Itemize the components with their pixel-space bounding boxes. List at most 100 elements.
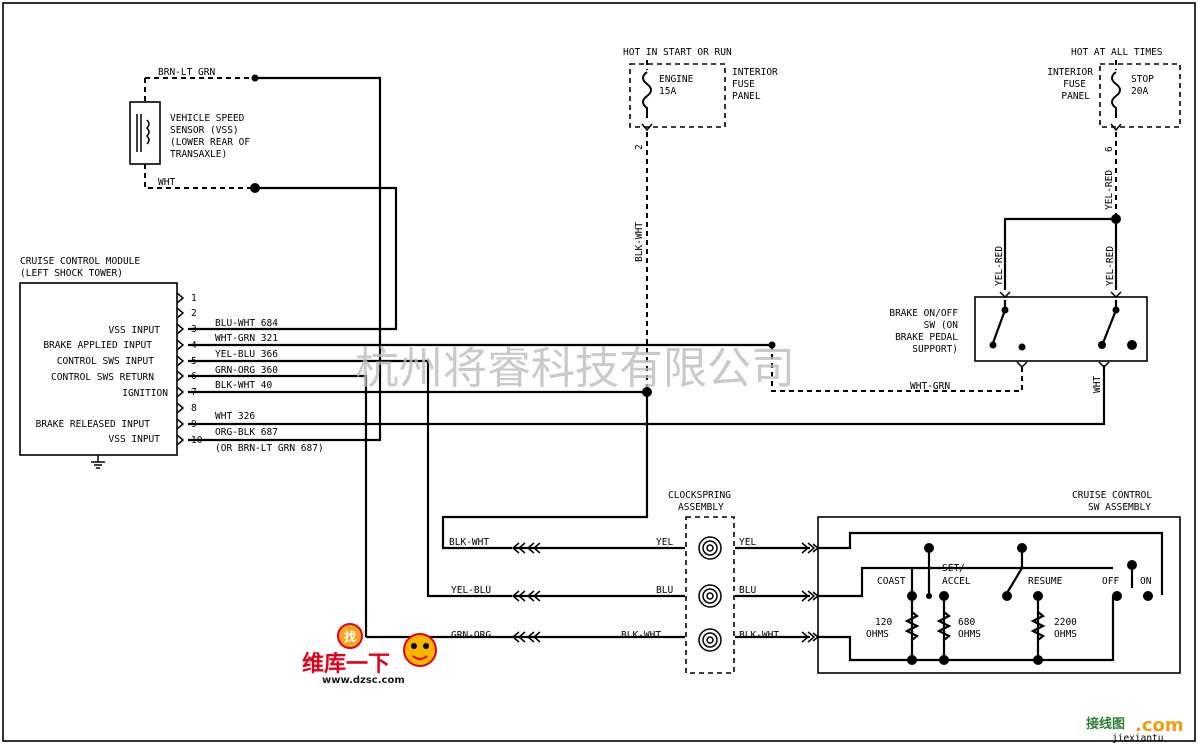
clockspring-coil-icon bbox=[702, 588, 718, 604]
cruise-sw-accel: ACCEL bbox=[942, 576, 971, 587]
pin-number: 2 bbox=[191, 308, 197, 319]
cruise-sw-off: OFF bbox=[1102, 576, 1119, 587]
harness-left-grn-org: GRN-ORG bbox=[451, 630, 491, 641]
connector-arrow-icon bbox=[526, 631, 541, 643]
pin-connector-icon bbox=[176, 323, 185, 335]
clockspring-label-2: ASSEMBLY bbox=[678, 502, 724, 513]
engine-fuse-pin: 2 bbox=[634, 144, 645, 150]
pin-connector-icon bbox=[176, 434, 185, 446]
connector-arrow-icon bbox=[526, 542, 541, 554]
stop-fuse-rating: 20A bbox=[1131, 86, 1148, 97]
vss-bottom-wire: WHT bbox=[158, 177, 175, 188]
wire-label-pin4: WHT-GRN 321 bbox=[215, 333, 278, 344]
pin-number: 8 bbox=[191, 403, 197, 414]
pin-connector-icon bbox=[176, 402, 185, 414]
wire-label-pin5: YEL-BLU 366 bbox=[215, 349, 278, 360]
logo-badge-icon bbox=[337, 623, 363, 649]
pin-number: 1 bbox=[191, 293, 197, 304]
clockspring-left-blk-wht: BLK-WHT bbox=[621, 630, 661, 641]
cruise-sw-resume: RESUME bbox=[1028, 576, 1063, 587]
harness-left-blk-wht: BLK-WHT bbox=[449, 537, 489, 548]
engine-fuse-panel-1: INTERIOR bbox=[732, 67, 778, 78]
stop-fuse: HOT AT ALL TIMES STOP 20A INTERIOR FUSE … bbox=[1003, 47, 1181, 290]
vss-top-wire: BRN-LT GRN bbox=[158, 67, 215, 78]
pin-label-vss-input-2: VSS INPUT bbox=[109, 434, 161, 445]
module-title: CRUISE CONTROL MODULE bbox=[20, 256, 140, 267]
connector-arrow-icon bbox=[511, 542, 526, 554]
wire-label-pin10-alt: (OR BRN-LT GRN 687) bbox=[215, 443, 324, 454]
cruise-sw-r1-unit: OHMS bbox=[866, 629, 889, 640]
wire-label-pin3: BLU-WHT 684 bbox=[215, 318, 278, 329]
engine-fuse-rating: 15A bbox=[659, 86, 676, 97]
vss-label-3: (LOWER REAR OF bbox=[170, 137, 250, 148]
clockspring-coil-icon bbox=[698, 628, 722, 652]
pin-connector-icon bbox=[176, 386, 185, 398]
cruise-sw-on: ON bbox=[1140, 576, 1152, 587]
clockspring-label-1: CLOCKSPRING bbox=[668, 490, 731, 501]
clockspring-coil-icon bbox=[706, 592, 714, 600]
wire-label-pin7: BLK-WHT 40 bbox=[215, 380, 272, 391]
harness-left-yel-blu: YEL-BLU bbox=[451, 585, 491, 596]
cruise-sw-r3-unit: OHMS bbox=[1054, 629, 1077, 640]
cruise-switch-assembly: CRUISE CONTROL SW ASSEMBLY bbox=[812, 490, 1181, 674]
corner-brand-text: 接线图 bbox=[1086, 716, 1125, 732]
clockspring-right-yel: YEL bbox=[739, 537, 756, 548]
logo-middle-text: 维库一下 bbox=[302, 651, 390, 677]
clockspring-assembly: CLOCKSPRING ASSEMBLY BLK-WHT YEL-BLU GRN… bbox=[366, 490, 816, 674]
module-subtitle: (LEFT SHOCK TOWER) bbox=[20, 268, 123, 279]
stop-fuse-wire: YEL-RED bbox=[1104, 170, 1115, 210]
connector-arrow-icon bbox=[511, 631, 526, 643]
cruise-sw-r2-value: 680 bbox=[958, 617, 975, 628]
clockspring-right-blu: BLU bbox=[739, 585, 756, 596]
pin-connector-icon bbox=[176, 355, 185, 367]
stop-fuse-name: STOP bbox=[1131, 74, 1154, 85]
brake-switch-label-2: SW (ON bbox=[924, 320, 959, 331]
wire-label-pin10: ORG-BLK 687 bbox=[215, 427, 278, 438]
pin-connector-icon bbox=[176, 307, 185, 319]
engine-fuse-wire: BLK-WHT bbox=[634, 222, 645, 262]
vss-sensor: BRN-LT GRN WHT VEHICLE SPEED SENSOR (VSS… bbox=[129, 67, 260, 193]
clockspring-coil-icon bbox=[706, 544, 714, 552]
pin-connector-icon bbox=[176, 370, 185, 382]
logo-mascot-icon bbox=[403, 633, 437, 667]
cruise-sw-coast: COAST bbox=[877, 576, 906, 587]
clockspring-left-yel: YEL bbox=[656, 537, 673, 548]
connector-arrow-icon bbox=[801, 542, 816, 554]
pin-label-vss-input: VSS INPUT bbox=[109, 325, 161, 336]
corner-dotcom-text: .com bbox=[1135, 715, 1184, 736]
pin-label-control-sws-return: CONTROL SWS RETURN bbox=[51, 372, 154, 383]
vss-label-2: SENSOR (VSS) bbox=[170, 125, 239, 136]
clockspring-coil-icon bbox=[698, 536, 722, 560]
pin-label-control-sws-input: CONTROL SWS INPUT bbox=[57, 356, 155, 367]
stop-fuse-panel-1: INTERIOR bbox=[1047, 67, 1093, 78]
corner-brand: 接线图 .com jiexiantu bbox=[1086, 715, 1184, 744]
pin-label-ignition: IGNITION bbox=[122, 388, 168, 399]
engine-fuse-panel-3: PANEL bbox=[732, 91, 761, 102]
vss-label-4: TRANSAXLE) bbox=[170, 149, 227, 160]
connector-arrow-icon bbox=[801, 631, 816, 643]
brake-switch: BRAKE ON/OFF SW (ON BRAKE PEDAL SUPPORT)… bbox=[889, 246, 1148, 393]
wire-label-pin9: WHT 326 bbox=[215, 411, 255, 422]
clockspring-coil-icon bbox=[702, 540, 718, 556]
pin-label-brake-released: BRAKE RELEASED INPUT bbox=[36, 419, 151, 430]
cruise-sw-label-1: CRUISE CONTROL bbox=[1072, 490, 1152, 501]
logo-top-text: 找 bbox=[344, 629, 356, 644]
pin-connector-icon bbox=[176, 292, 185, 304]
stop-fuse-panel-3: PANEL bbox=[1061, 91, 1090, 102]
cruise-sw-r1-value: 120 bbox=[875, 617, 892, 628]
brake-switch-label-4: SUPPORT) bbox=[912, 344, 958, 355]
connector-arrow-icon bbox=[526, 590, 541, 602]
brake-switch-left-wire: YEL-RED bbox=[994, 246, 1005, 286]
cruise-sw-set: SET/ bbox=[942, 563, 965, 574]
clockspring-right-blk-wht: BLK-WHT bbox=[739, 630, 779, 641]
brake-switch-out-wire: WHT-GRN bbox=[910, 381, 950, 392]
cruise-control-module: CRUISE CONTROL MODULE (LEFT SHOCK TOWER)… bbox=[19, 256, 324, 469]
cruise-sw-r3-value: 2200 bbox=[1054, 617, 1077, 628]
brake-switch-label-3: BRAKE PEDAL bbox=[895, 332, 958, 343]
brake-switch-label-1: BRAKE ON/OFF bbox=[889, 308, 958, 319]
pin-label-brake-applied: BRAKE APPLIED INPUT bbox=[43, 340, 152, 351]
pin-connector-icon bbox=[176, 339, 185, 351]
stop-fuse-header: HOT AT ALL TIMES bbox=[1071, 47, 1163, 58]
stop-fuse-pin: 6 bbox=[1104, 146, 1115, 152]
